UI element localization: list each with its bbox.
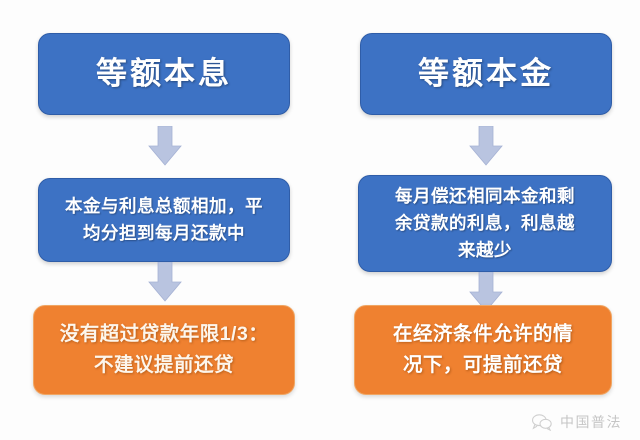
arrow-left-top [148,126,182,166]
header-box-equal-principal: 等额本金 [360,33,612,115]
conclusion-label-equal-installment: 没有超过贷款年限1/3： 不建议提前还贷 [59,322,269,376]
description-label-equal-installment: 本金与利息总额相加，平 均分担到每月还款中 [65,195,263,243]
header-box-equal-installment: 等额本息 [38,33,290,115]
wechat-bubble-icon [531,413,553,431]
watermark-label: 中国普法 [560,415,622,431]
header-label-equal-principal: 等额本金 [418,56,554,92]
description-box-equal-principal: 每月偿还相同本金和剩 余贷款的利息，利息越 来越少 [358,175,612,272]
arrow-right-top [469,126,503,166]
watermark: 中国普法 [531,412,622,432]
conclusion-box-equal-principal: 在经济条件允许的情 况下，可提前还贷 [354,305,612,395]
arrow-left-bottom [148,262,182,302]
description-box-equal-installment: 本金与利息总额相加，平 均分担到每月还款中 [38,178,290,262]
arrow-right-bottom [469,272,503,312]
conclusion-label-equal-principal: 在经济条件允许的情 况下，可提前还贷 [392,322,573,376]
description-label-equal-principal: 每月偿还相同本金和剩 余贷款的利息，利息越 来越少 [395,185,575,261]
conclusion-box-equal-installment: 没有超过贷款年限1/3： 不建议提前还贷 [33,305,295,395]
header-label-equal-installment: 等额本息 [96,56,232,92]
